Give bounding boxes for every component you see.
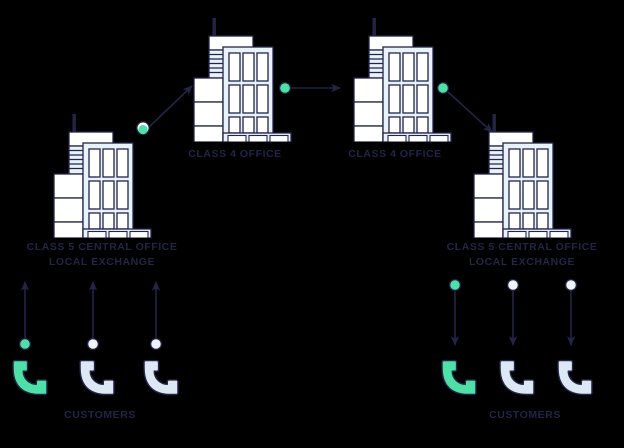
connection-customer-right-3 — [564, 278, 578, 346]
label-class4-office-right: CLASS 4 OFFICE — [348, 148, 442, 160]
connection-class4-right-to-class5-right — [447, 91, 493, 133]
customer-phone-2[interactable] — [79, 359, 115, 396]
label-class5-central-office-left: CLASS 5 CENTRAL OFFICE LOCAL EXCHANGE — [26, 241, 178, 268]
connection-class5-left-to-class4-left — [147, 85, 193, 129]
building-class4-right[interactable] — [353, 18, 452, 142]
connection-customer-left-3 — [149, 281, 163, 351]
building-class4-left[interactable] — [193, 18, 292, 142]
customer-phone-6[interactable] — [557, 359, 593, 396]
connection-customer-left-1 — [18, 281, 32, 351]
label-class4-office-left: CLASS 4 OFFICE — [188, 148, 282, 160]
label-customers-right: CUSTOMERS — [489, 409, 561, 421]
customer-phone-3[interactable] — [143, 359, 179, 396]
connection-customer-right-2 — [506, 278, 520, 346]
customer-phone-5[interactable] — [499, 359, 535, 396]
customer-phone-1[interactable] — [12, 359, 48, 396]
connection-customer-left-2 — [86, 281, 100, 351]
connection-dot-class4-left — [279, 81, 292, 94]
building-class5-left[interactable] — [53, 114, 152, 238]
label-customers-left: CUSTOMERS — [64, 409, 136, 421]
customer-phone-4[interactable] — [441, 359, 477, 396]
building-class5-right[interactable] — [473, 114, 572, 238]
connection-dot-class4-right — [437, 81, 450, 94]
connection-dot-class5-left — [136, 121, 150, 135]
connection-customer-right-1 — [448, 278, 462, 346]
label-class5-central-office-right: CLASS 5 CENTRAL OFFICE LOCAL EXCHANGE — [446, 241, 598, 268]
